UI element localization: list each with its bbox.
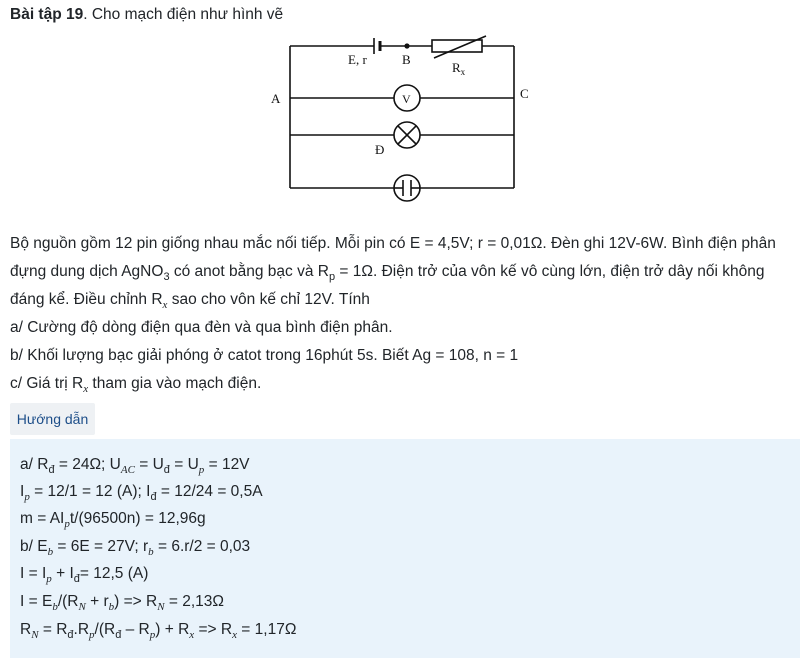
exercise-number: Bài tập 19 bbox=[10, 6, 84, 23]
problem-line-1: Bộ nguồn gồm 12 pin giống nhau mắc nối t… bbox=[10, 235, 776, 252]
problem-line-3: đáng kể. Điều chỉnh Rx sao cho vôn kế ch… bbox=[10, 291, 370, 311]
problem-statement: Bộ nguồn gồm 12 pin giống nhau mắc nối t… bbox=[10, 230, 795, 314]
circuit-diagram: E, r B Rx A C V Đ bbox=[271, 35, 529, 202]
label-a: A bbox=[271, 91, 281, 106]
solution-line-5: I = Ip + Iđ= 12,5 (A) bbox=[20, 565, 149, 585]
solution-line-6: I = Eb/(RN + rb) => RN = 2,13Ω bbox=[20, 593, 224, 613]
label-c: C bbox=[520, 86, 529, 101]
node-b-dot bbox=[404, 43, 410, 49]
label-rx: Rx bbox=[452, 60, 466, 77]
solution-line-1: a/ Rđ = 24Ω; UAC = Uđ = Up = 12V bbox=[20, 456, 250, 476]
solution-line-7: RN = Rđ.Rp/(Rđ – Rp) + Rx => Rx = 1,17Ω bbox=[20, 621, 297, 641]
solution-line-3: m = AIpt/(96500n) = 12,96g bbox=[20, 510, 206, 530]
exercise-prompt: . Cho mạch điện như hình vẽ bbox=[83, 6, 284, 23]
question-a: a/ Cường độ dòng điện qua đèn và qua bìn… bbox=[10, 319, 393, 336]
problem-line-2: đựng dung dịch AgNO3 có anot bằng bạc và… bbox=[10, 263, 765, 283]
solution-line-2: Ip = 12/1 = 12 (A); Iđ = 12/24 = 0,5A bbox=[20, 483, 263, 503]
guide-button[interactable]: Hướng dẫn bbox=[10, 403, 95, 435]
label-v: V bbox=[402, 92, 411, 106]
solution-line-4: b/ Eb = 6E = 27V; rb = 6.r/2 = 0,03 bbox=[20, 538, 251, 558]
label-er: E, r bbox=[348, 52, 367, 67]
exercise-title: Bài tập 19. Cho mạch điện như hình vẽ bbox=[10, 6, 283, 24]
solution-panel: a/ Rđ = 24Ω; UAC = Uđ = Up = 12V Ip = 12… bbox=[10, 439, 800, 658]
question-b: b/ Khối lượng bạc giải phóng ở catot tro… bbox=[10, 347, 519, 364]
label-lamp: Đ bbox=[375, 142, 384, 157]
question-c: c/ Giá trị Rx tham gia vào mạch điện. bbox=[10, 375, 262, 395]
label-b: B bbox=[402, 52, 411, 67]
